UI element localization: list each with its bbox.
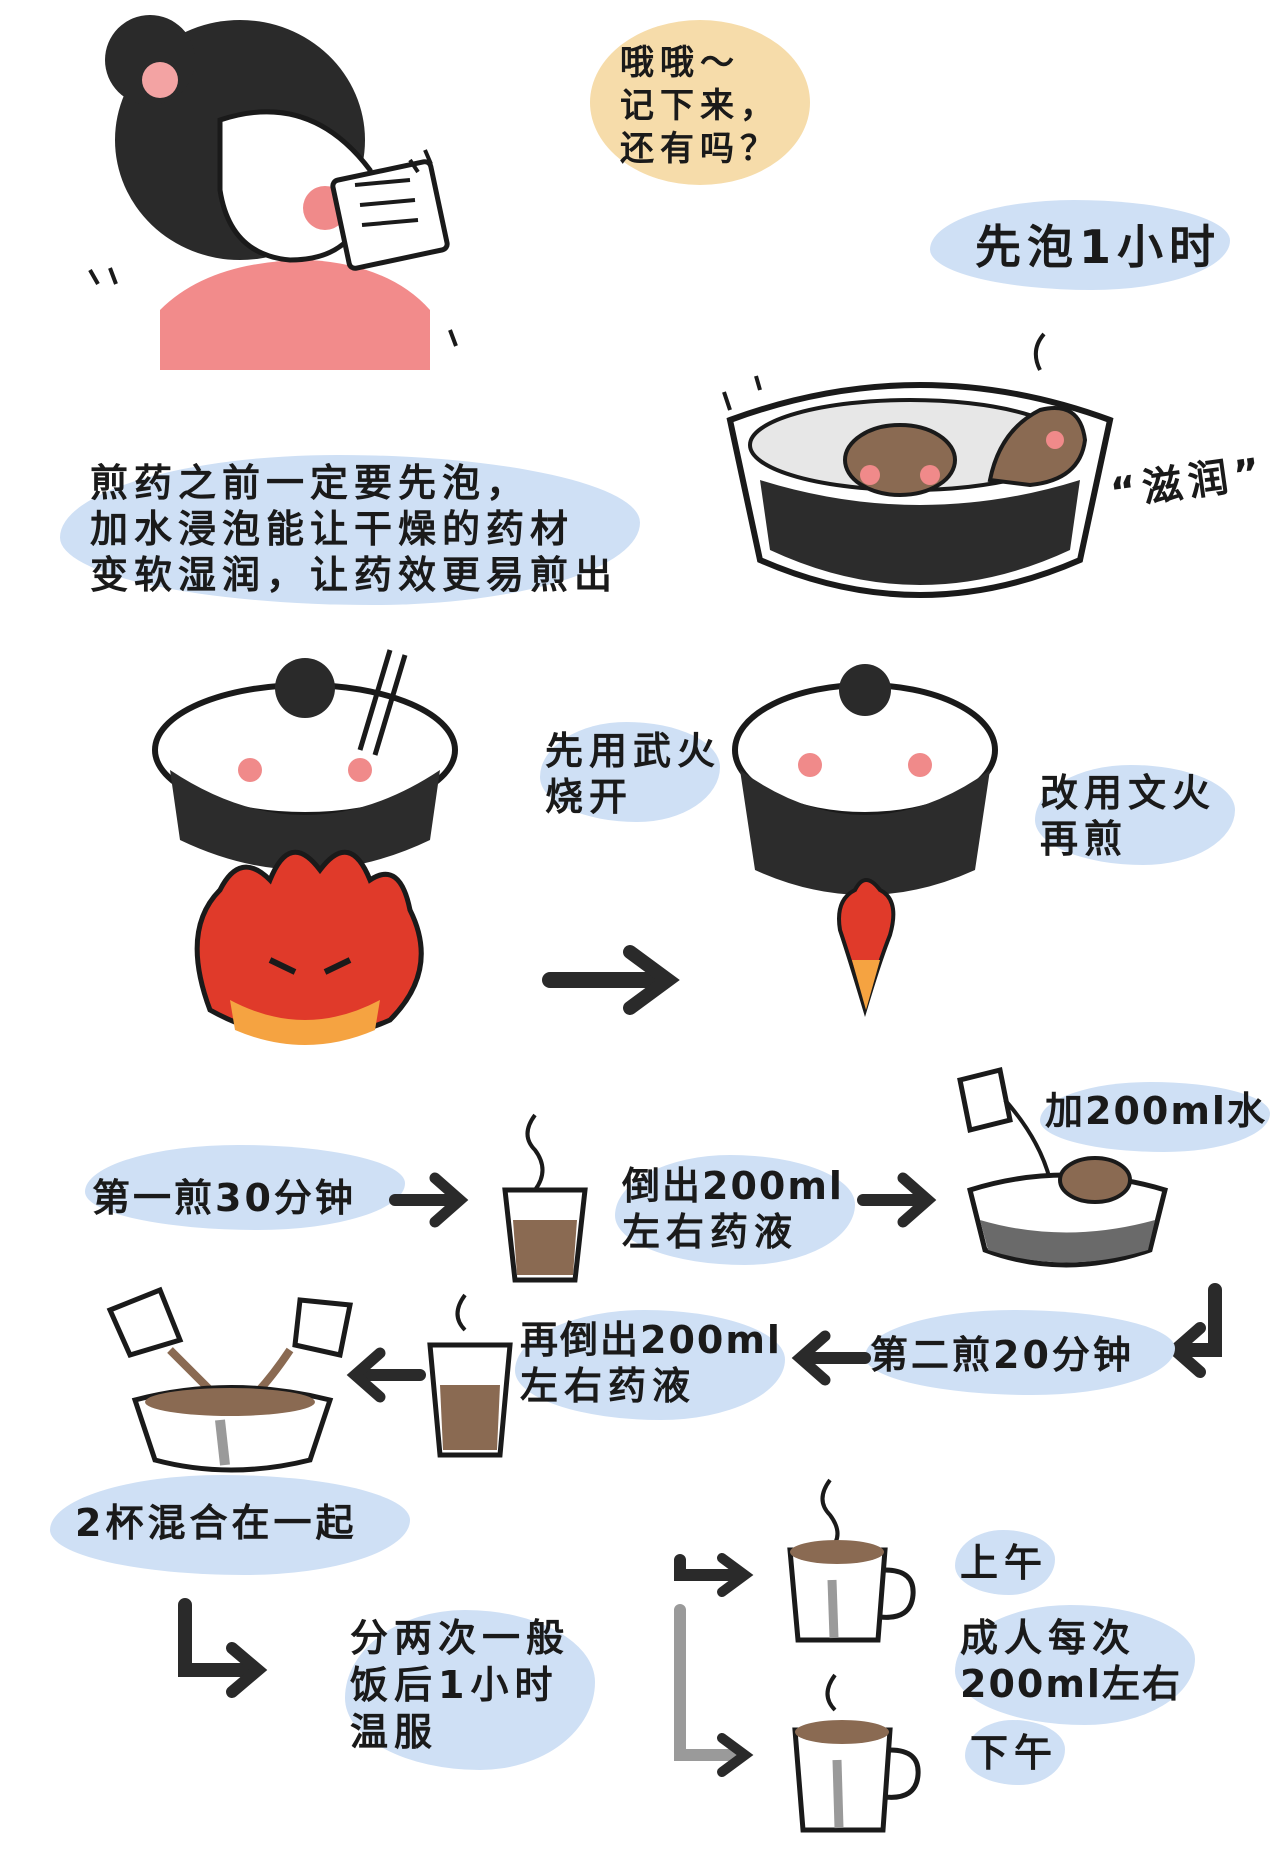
speech-line-3: 还有吗？ <box>620 129 780 169</box>
speech-bubble <box>590 20 810 185</box>
second-decoction-highlight <box>865 1310 1175 1395</box>
first-decoction-label: 第一煎30分钟 <box>92 1176 356 1220</box>
pour-second-highlight <box>515 1310 785 1420</box>
morning-highlight <box>955 1530 1055 1595</box>
strong-fire-line-1: 先用武火 <box>545 729 722 773</box>
arrow-right-icon <box>857 1172 937 1228</box>
morning-mug-icon <box>787 1478 916 1643</box>
strong-fire-highlight <box>540 722 720 822</box>
speech-line-1: 哦哦～ <box>620 43 740 83</box>
arrow-branch-icon <box>674 1553 754 1777</box>
arrow-right-icon <box>389 1172 469 1228</box>
gentle-fire-line-1: 改用文火 <box>1040 771 1217 815</box>
medicine-cup-icon <box>502 1113 588 1283</box>
dosage-line-2: 饭后1小时 <box>350 1663 559 1707</box>
afternoon-label: 下午 <box>970 1731 1059 1775</box>
pour-first-highlight <box>615 1155 855 1265</box>
intro-highlight <box>60 455 640 605</box>
afternoon-highlight <box>965 1720 1065 1785</box>
intro-line-2: 加水浸泡能让干燥的药材 <box>90 507 575 551</box>
arrow-bend-right-icon <box>178 1598 268 1698</box>
add-water-label: 加200ml水 <box>1045 1089 1267 1133</box>
pot-strong-fire-illustration <box>152 649 458 1045</box>
second-decoction-label: 第二煎20分钟 <box>870 1333 1134 1377</box>
dosage-highlight <box>345 1610 595 1770</box>
dosage-line-3: 温服 <box>350 1710 439 1754</box>
pouring-water-pot-illustration <box>957 1066 1169 1268</box>
mix-highlight <box>50 1475 410 1575</box>
mixing-bowl-illustration <box>106 1286 353 1473</box>
afternoon-mug-icon <box>792 1673 921 1833</box>
medicine-cup-icon <box>427 1293 513 1458</box>
mix-label: 2杯混合在一起 <box>75 1501 358 1545</box>
arrow-turn-down-icon <box>1165 1283 1222 1378</box>
arrow-left-icon <box>791 1330 871 1386</box>
strong-fire-line-2: 烧开 <box>545 775 634 819</box>
adult-dose-line-1: 成人每次 <box>960 1616 1137 1660</box>
girl-reading-illustration <box>88 15 458 370</box>
gentle-fire-highlight <box>1035 765 1235 865</box>
soak-label: 先泡1小时 <box>975 220 1222 274</box>
adult-dose-highlight <box>955 1605 1195 1725</box>
pour-first-line-2: 左右药液 <box>622 1210 799 1254</box>
intro-line-3: 变软湿润，让药效更易煎出 <box>90 553 619 597</box>
pour-first-line-1: 倒出200ml <box>622 1164 844 1208</box>
arrow-right-icon <box>542 945 680 1015</box>
pour-second-line-1: 再倒出200ml <box>520 1318 782 1362</box>
pot-gentle-fire-illustration <box>732 664 998 1017</box>
soak-label-highlight <box>930 200 1230 290</box>
morning-label: 上午 <box>960 1541 1049 1585</box>
adult-dose-line-2: 200ml左右 <box>960 1662 1182 1706</box>
arrow-left-icon <box>346 1347 426 1403</box>
gentle-fire-line-2: 再煎 <box>1040 817 1129 861</box>
first-decoction-highlight <box>85 1145 405 1230</box>
soaking-pot-illustration <box>722 332 1114 598</box>
dosage-line-1: 分两次一般 <box>350 1616 571 1660</box>
pour-second-line-2: 左右药液 <box>520 1364 697 1408</box>
add-water-highlight <box>1040 1082 1270 1152</box>
speech-line-2: 记下来， <box>620 86 780 126</box>
intro-line-1: 煎药之前一定要先泡， <box>90 461 531 505</box>
